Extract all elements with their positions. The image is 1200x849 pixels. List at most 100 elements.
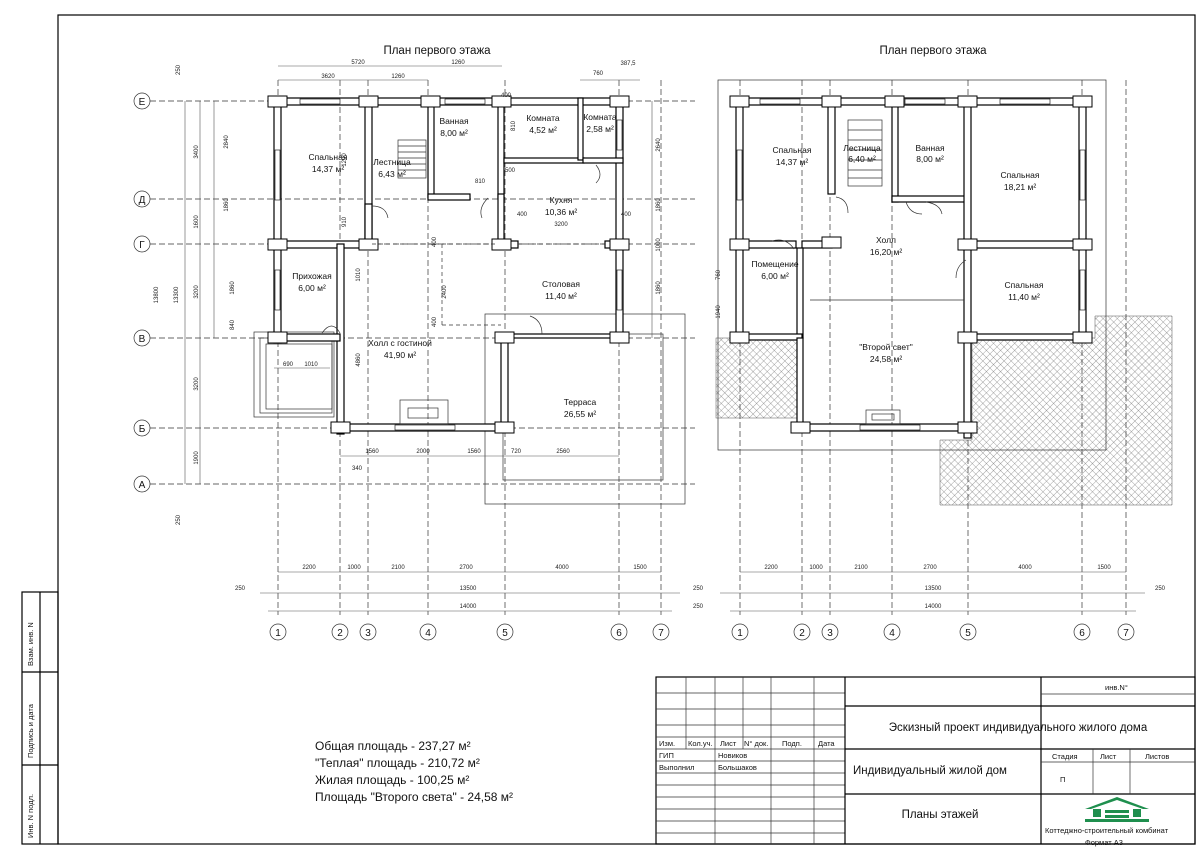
left-stairs (397, 139, 427, 179)
axis-label: 5 (965, 628, 971, 639)
dim-label: 1860 (656, 198, 662, 212)
column-axes-right: 1 2 3 4 5 6 7 (731, 623, 1135, 641)
dim-label: 2560 (556, 449, 570, 455)
dim-label: 5720 (351, 60, 365, 66)
axis-label: 7 (1123, 628, 1129, 639)
left-walls (273, 97, 624, 435)
roof-hatch-right (939, 315, 1173, 506)
axis-label: 1 (275, 628, 281, 639)
axis-label: 3 (827, 628, 833, 639)
stage-value: П (1060, 775, 1065, 784)
axis-label: А (139, 480, 146, 491)
dim-label: 1560 (365, 449, 379, 455)
room-area: 4,52 м² (529, 125, 557, 135)
company-logo (1085, 797, 1149, 822)
dim-label: 1940 (716, 305, 722, 319)
dim-label: 400 (621, 212, 632, 218)
right-grid-lines (739, 80, 1127, 615)
dim-label: 2200 (302, 565, 316, 571)
header-list: Лист (720, 739, 737, 748)
dim-label: 1500 (1097, 565, 1111, 571)
dim-label: 13800 (154, 286, 160, 303)
dim-label: 13500 (925, 586, 942, 592)
axis-label: Д (139, 195, 146, 206)
dim-label: 2100 (854, 565, 868, 571)
dim-label: 760 (716, 269, 722, 280)
dim-label: 1860 (230, 281, 236, 295)
room-area: 24,58 м² (870, 354, 902, 364)
inv-number-label: инв.N° (1105, 683, 1128, 692)
dim-label: 3200 (194, 377, 200, 391)
summary-line: Площадь "Второго света" - 24,58 м² (315, 790, 513, 804)
room-area: 14,37 м² (312, 164, 344, 174)
column-axes-left: 1 2 3 4 5 6 7 (269, 623, 670, 641)
sheet-frame (57, 14, 1196, 845)
left-inner-dimension-lines (274, 367, 619, 457)
dim-label: 1260 (391, 74, 405, 80)
axis-label: 6 (1079, 628, 1085, 639)
room-area: 6,43 м² (378, 169, 406, 179)
room-area: 2,58 м² (586, 124, 614, 134)
room-name: Ванная (915, 143, 945, 153)
left-top-dimensions (278, 65, 640, 81)
dim-label: 387,5 (620, 61, 636, 67)
axis-label: В (139, 334, 146, 345)
room-name: Спальная (1001, 170, 1040, 180)
dim-label: 2840 (224, 135, 230, 149)
axis-label: 5 (502, 628, 508, 639)
dim-label: 250 (693, 604, 704, 610)
terrace-outline (484, 313, 686, 505)
dim-label: 2700 (459, 565, 473, 571)
dim-label: 4000 (555, 565, 569, 571)
room-name: Лестница (373, 157, 411, 167)
summary-line: "Теплая" площадь - 210,72 м² (315, 756, 480, 770)
left-log-ends (267, 95, 630, 434)
room-name: Ванная (439, 116, 469, 126)
header-izm: Изм. (659, 739, 675, 748)
axis-label: Г (139, 240, 145, 251)
dim-label: 340 (352, 466, 363, 472)
right-fireplace (865, 409, 901, 425)
axis-label: 7 (658, 628, 664, 639)
axis-label: 6 (616, 628, 622, 639)
dim-label: 2000 (416, 449, 430, 455)
room-area: 6,00 м² (761, 271, 789, 281)
company-name: Коттеджно-строительный комбинат (1045, 826, 1169, 835)
plan-title-left: План первого этажа (383, 45, 491, 57)
room-area: 16,20 м² (870, 247, 902, 257)
dim-label: 1260 (451, 60, 465, 66)
room-area: 10,36 м² (545, 207, 577, 217)
room-name: Холл (876, 235, 896, 245)
dim-label: 250 (693, 586, 704, 592)
dim-label: 840 (230, 319, 236, 330)
right-roof-outline (717, 79, 1107, 451)
room-name: Спальная (773, 145, 812, 155)
porch-steps (253, 331, 335, 418)
axis-label: 2 (337, 628, 343, 639)
dim-label: 1010 (304, 362, 318, 368)
dim-label: 4860 (356, 353, 362, 367)
room-name: Прихожая (292, 271, 332, 281)
left-vertical-dimensions (184, 101, 215, 484)
room-area: 6,00 м² (298, 283, 326, 293)
area-summary: Общая площадь - 237,27 м² "Теплая" площа… (315, 739, 513, 804)
right-stairs (847, 119, 883, 187)
dim-label: 1560 (467, 449, 481, 455)
summary-line: Общая площадь - 237,27 м² (315, 739, 471, 753)
room-name: Комната (526, 113, 560, 123)
room-area: 11,40 м² (1008, 292, 1040, 302)
room-area: 8,00 м² (916, 154, 944, 164)
format-label: Формат А3 (1085, 838, 1123, 847)
dim-label: 1000 (656, 238, 662, 252)
dim-label: 250 (1155, 586, 1166, 592)
dim-label: 13300 (174, 286, 180, 303)
dim-label: 2640 (656, 138, 662, 152)
dim-label: 14000 (925, 604, 942, 610)
dim-label: 400 (432, 236, 438, 247)
axis-label: 2 (799, 628, 805, 639)
side-stamp: Взам. инв. N Подпись и дата Инв. N подл. (21, 591, 59, 845)
dim-label: 1200 (342, 153, 348, 167)
dim-label: 400 (517, 212, 528, 218)
axis-label: Е (139, 97, 146, 108)
